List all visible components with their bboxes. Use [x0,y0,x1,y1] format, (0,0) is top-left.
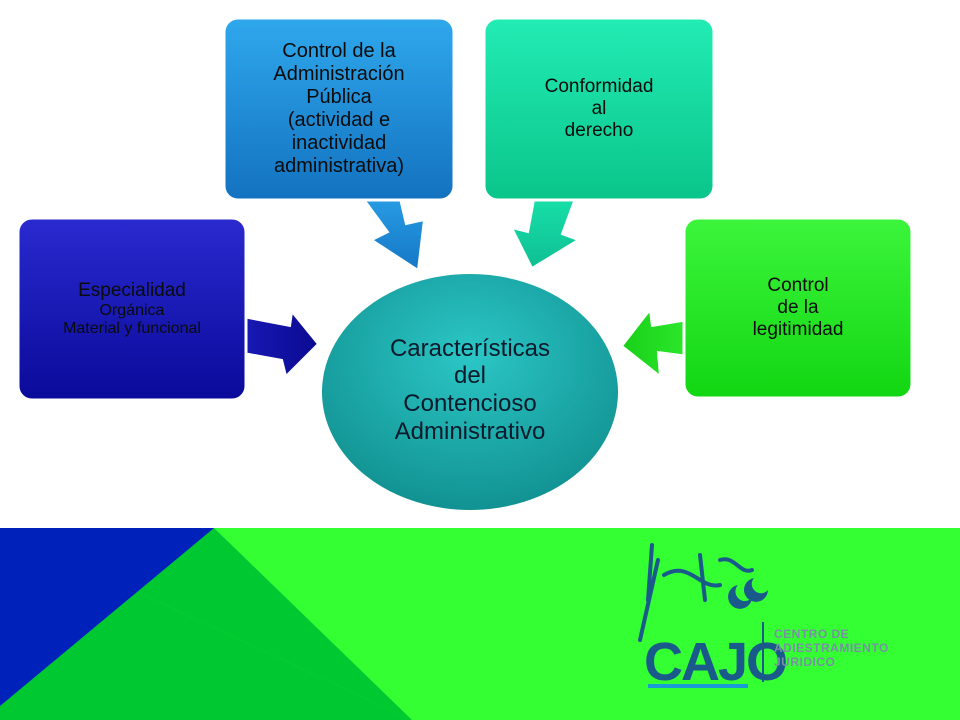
control-admin-line-5: inactividad [291,132,387,154]
legitimidad-line-2: de la [777,297,819,319]
control-admin-line-2: Administración [273,63,405,85]
logo-figure-lines [638,543,754,642]
cajo-logo-graphic: CAJO [638,543,788,692]
logo-underline [648,684,748,688]
center-line-3: Contencioso [403,390,537,417]
arrow-control-admin [358,188,426,272]
logo-crescent-1 [728,585,752,609]
box-control-admin [222,16,456,202]
especialidad-subtitle-2: Material y funcional [63,319,201,337]
control-admin-line-1: Control de la [282,40,396,62]
arrow-legitimidad [620,307,689,379]
box-especialidad [16,216,248,402]
conformidad-text: Conformidad al derecho [488,22,710,196]
logo-line-3: JURIDICO [774,654,836,669]
conformidad-line-2: al [591,98,607,120]
box-conformidad [482,16,716,202]
especialidad-title: Especialidad [78,279,186,301]
control-admin-line-3: Pública [306,86,372,108]
logo-acronym: CAJO [644,632,786,692]
control-admin-text: Control de la Administración Pública (ac… [228,22,450,196]
center-title: Características del Contencioso Administ… [330,300,610,480]
control-admin-line-6: administrativa) [273,155,405,177]
arrow-especialidad [237,309,320,378]
center-ellipse [318,270,622,514]
logo-line-1: CENTRO DE [774,627,850,641]
center-line-2: del [453,362,487,390]
logo-divider [762,622,764,682]
conformidad-line-1: Conformidad [544,76,654,98]
logo-line-2: ADIESTRAMIENTO [774,640,889,655]
legitimidad-line-3: legitimidad [752,318,844,340]
logo-crescent-2 [744,578,768,602]
center-line-1: Características [389,334,551,362]
banner-blue-triangle [0,528,214,706]
legitimidad-text: Control de la legitimidad [688,222,908,394]
conformidad-line-3: derecho [564,119,634,141]
legitimidad-line-1: Control [767,275,829,297]
arrow-conformidad [510,194,581,270]
especialidad-text: Especialidad Orgánica Material y funcion… [22,222,242,396]
center-line-4: Administrativo [394,417,546,445]
especialidad-subtitle-1: Orgánica [99,301,165,319]
control-admin-line-4: (actividad e [287,109,391,131]
logo-text-block: CENTRO DE ADIESTRAMIENTO JURIDICO [774,627,889,669]
box-legitimidad [682,216,914,400]
